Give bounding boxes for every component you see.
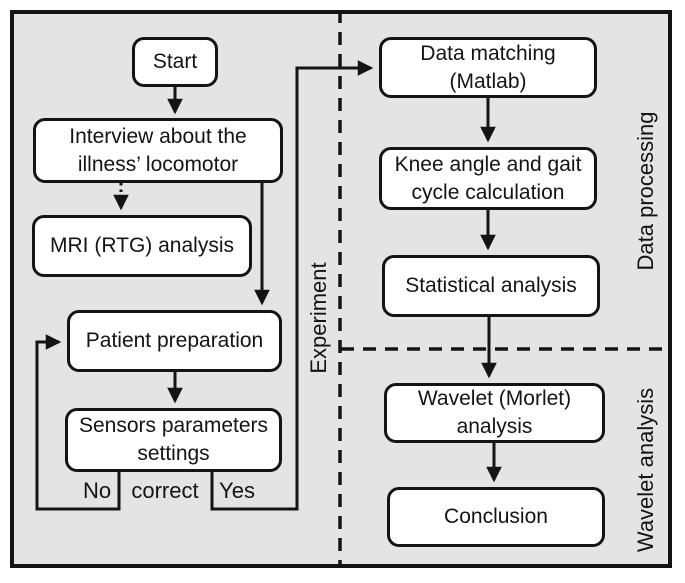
section-label-wavelet-analysis: Wavelet analysis bbox=[633, 387, 658, 553]
node-wavelet-analysis: Wavelet (Morlet) analysis bbox=[384, 383, 605, 443]
node-conclusion: Conclusion bbox=[387, 487, 605, 547]
node-sensors-settings: Sensors parameters settings bbox=[65, 408, 282, 472]
node-mri-analysis: MRI (RTG) analysis bbox=[32, 215, 252, 277]
section-label-experiment: Experiment bbox=[306, 262, 331, 374]
node-data-matching: Data matching (Matlab) bbox=[379, 37, 597, 98]
section-label-data-processing: Data processing bbox=[633, 111, 658, 271]
node-interview: Interview about the illness’ locomotor bbox=[33, 118, 283, 183]
node-patient-preparation: Patient preparation bbox=[67, 310, 282, 372]
node-knee-angle-calculation: Knee angle and gait cycle calculation bbox=[379, 147, 597, 210]
node-start: Start bbox=[132, 37, 218, 87]
decision-label-yes: Yes bbox=[219, 478, 255, 503]
decision-label-no: No bbox=[82, 478, 112, 503]
node-statistical-analysis: Statistical analysis bbox=[382, 255, 600, 317]
decision-label-correct: correct bbox=[131, 478, 199, 503]
